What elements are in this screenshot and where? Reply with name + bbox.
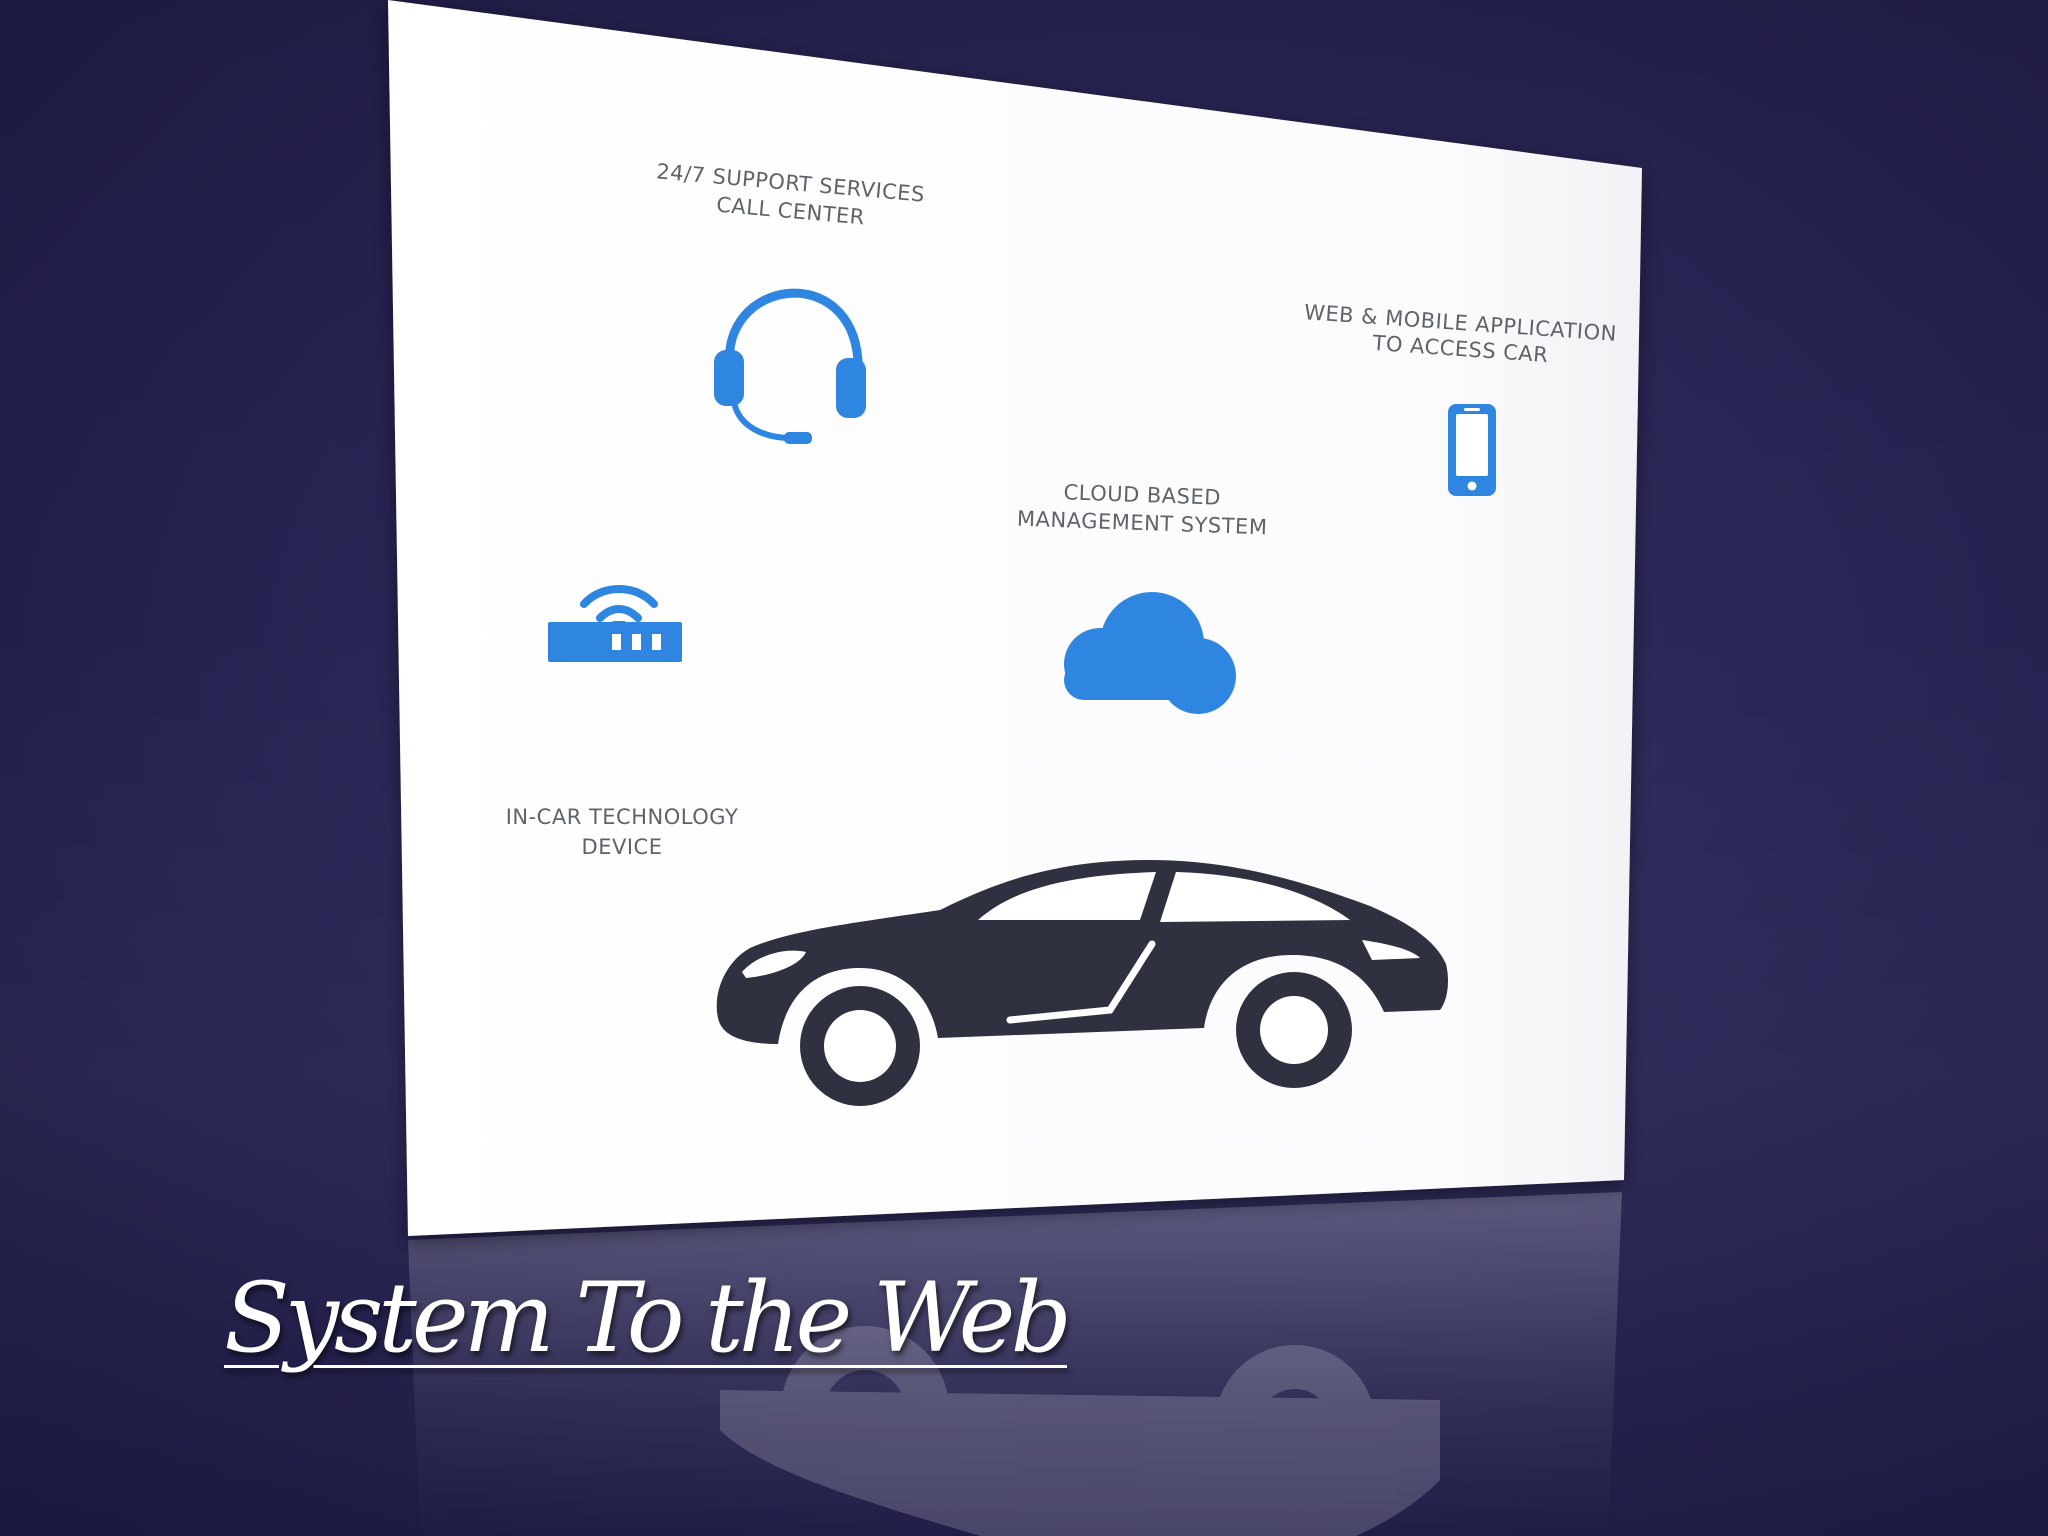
device-label-line2: DEVICE [582,835,663,859]
headset-icon [714,288,866,444]
slide-title: System To the Web [224,1262,1072,1374]
car-icon [716,860,1448,1106]
smartphone-icon [1448,404,1496,496]
router-icon [548,585,682,662]
cloud-label-line1: CLOUD BASED [1063,480,1221,509]
device-label: IN-CAR TECHNOLOGY DEVICE [506,805,739,859]
device-label-line1: IN-CAR TECHNOLOGY [506,805,739,829]
cloud-icon [1064,592,1236,714]
diagram-board [388,0,1642,1236]
board-reflection [408,1192,1622,1536]
